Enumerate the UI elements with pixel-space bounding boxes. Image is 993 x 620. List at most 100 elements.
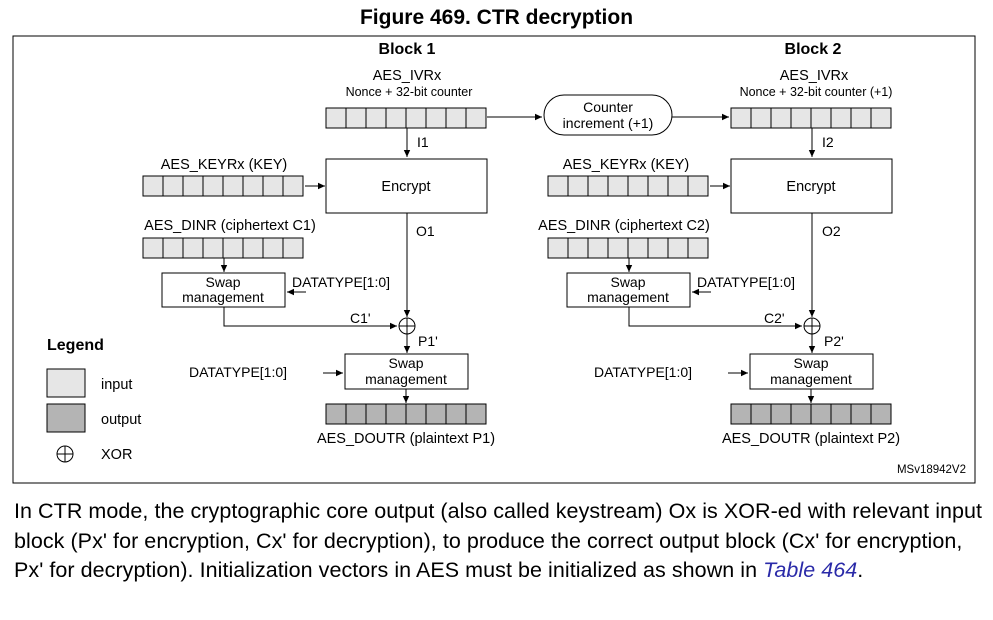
register-cell (405, 107, 427, 129)
block-2-swap-out-line2: management (770, 371, 852, 387)
block-2-dinr-label: AES_DINR (ciphertext C2) (538, 218, 710, 234)
register-cell (587, 175, 609, 197)
legend-input-label: input (101, 377, 132, 393)
block-2-encrypt-box (730, 158, 893, 214)
figure-frame (12, 35, 976, 484)
register-cell (750, 107, 772, 129)
block-1-swap-in-line2: management (182, 289, 264, 305)
register-cell (405, 403, 427, 425)
register-cell (365, 107, 387, 129)
register-cell (647, 237, 669, 259)
register-cell (345, 107, 367, 129)
register-cell (567, 237, 589, 259)
block-2-swap-in-line2: management (587, 289, 669, 305)
legend: Legend input output XOR (46, 337, 141, 463)
register-cell (182, 237, 204, 259)
register-cell (465, 107, 487, 129)
block-1-heading: Block 1 (379, 41, 436, 58)
block-1-swap-out-box (344, 353, 469, 390)
block-1-datatype-out-label: DATATYPE[1:0] (189, 364, 287, 380)
register-cell (425, 403, 447, 425)
legend-input-swatch (46, 368, 86, 398)
legend-title: Legend (47, 337, 104, 354)
block-2-iv-signal: I2 (822, 134, 834, 150)
block-2-swap-out-box (749, 353, 874, 390)
register-cell (465, 403, 487, 425)
register-cell (830, 107, 852, 129)
block-1-ivr-sub: Nonce + 32-bit counter (346, 85, 473, 99)
register-cell (345, 403, 367, 425)
block-2-doutr-register (730, 403, 892, 425)
block-1-ivr-register (325, 107, 487, 129)
register-cell (385, 107, 407, 129)
block-1-out-signal: O1 (416, 223, 435, 239)
block-1-key-label: AES_KEYRx (KEY) (161, 157, 288, 173)
block-1-dinr-register (142, 237, 304, 259)
block-2-encrypt-label: Encrypt (786, 179, 835, 195)
register-cell (182, 175, 204, 197)
figure-title: Figure 469. CTR decryption (359, 6, 634, 29)
register-cell (687, 237, 709, 259)
register-cell (142, 237, 164, 259)
block-2-key-label: AES_KEYRx (KEY) (563, 157, 690, 173)
register-cell (870, 107, 892, 129)
register-cell (730, 107, 752, 129)
counter-label-line2: increment (+1) (563, 115, 654, 131)
register-cell (870, 403, 892, 425)
register-cell (770, 403, 792, 425)
register-cell (750, 403, 772, 425)
register-cell (770, 107, 792, 129)
legend-xor-icon (56, 445, 74, 463)
register-cell (202, 237, 224, 259)
register-cell (810, 107, 832, 129)
block-2-swap-out-line1: Swap (793, 355, 828, 371)
register-cell (385, 403, 407, 425)
register-cell (607, 175, 629, 197)
block-1-cipher-signal: C1' (350, 310, 371, 326)
register-cell (607, 237, 629, 259)
register-cell (202, 175, 224, 197)
block-1-dinr-label: AES_DINR (ciphertext C1) (144, 218, 316, 234)
register-cell (282, 175, 304, 197)
block-2-datatype-in-label: DATATYPE[1:0] (697, 274, 795, 290)
block-2-out-signal: O2 (822, 223, 841, 239)
register-cell (325, 107, 347, 129)
register-cell (162, 175, 184, 197)
block-1-doutr-register (325, 403, 487, 425)
block-1-xor-icon (398, 317, 416, 335)
block-2: Block 2 AES_IVRx Nonce + 32-bit counter … (538, 41, 900, 447)
counter-increment-box (543, 94, 673, 136)
block-1-doutr-label: AES_DOUTR (plaintext P1) (317, 431, 495, 447)
table-464-link[interactable]: Table 464 (763, 558, 858, 582)
block-2-ivr-label: AES_IVRx (780, 68, 849, 84)
register-cell (142, 175, 164, 197)
block-1-encrypt-label: Encrypt (381, 179, 430, 195)
register-cell (222, 175, 244, 197)
register-cell (667, 237, 689, 259)
register-cell (262, 175, 284, 197)
register-cell (810, 403, 832, 425)
register-cell (667, 175, 689, 197)
block-2-c-line (628, 307, 802, 330)
register-cell (242, 237, 264, 259)
register-cell (730, 403, 752, 425)
ctr-decryption-diagram: Counter increment (+1) Block 1 AES_IVRx … (12, 35, 976, 484)
figure-ref-id: MSv18942V2 (897, 464, 966, 476)
register-cell (282, 237, 304, 259)
register-cell (547, 175, 569, 197)
legend-output-label: output (101, 412, 141, 428)
body-text-main: In CTR mode, the cryptographic core outp… (14, 499, 983, 582)
register-cell (567, 175, 589, 197)
body-paragraph: In CTR mode, the cryptographic core outp… (14, 497, 984, 586)
block-1-datatype-in-label: DATATYPE[1:0] (292, 274, 390, 290)
block-1-ivr-label: AES_IVRx (373, 68, 442, 84)
block-2-dinr-register (547, 237, 709, 259)
legend-xor-label: XOR (101, 447, 132, 463)
block-2-ivr-sub: Nonce + 32-bit counter (+1) (740, 85, 893, 99)
register-cell (445, 403, 467, 425)
register-cell (850, 403, 872, 425)
register-cell (790, 403, 812, 425)
register-cell (627, 237, 649, 259)
block-2-datatype-out-label: DATATYPE[1:0] (594, 364, 692, 380)
block-2-plain-signal: P2' (824, 333, 844, 349)
